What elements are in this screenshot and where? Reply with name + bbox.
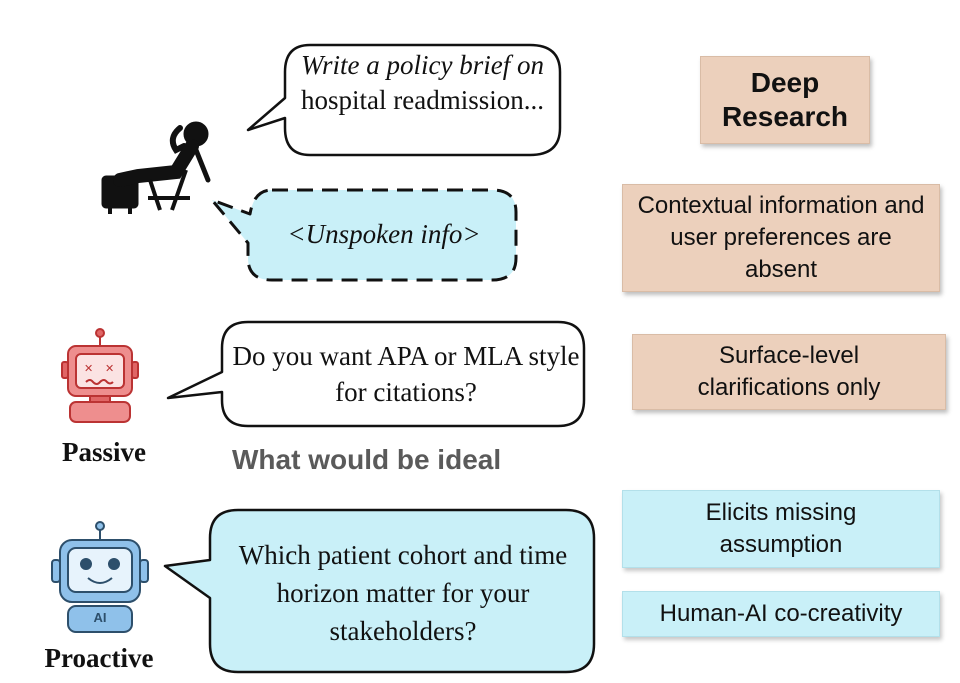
proactive-question-text: Which patient cohort and time horizon ma… [238,540,568,646]
proactive-robot-icon [51,521,149,633]
passive-robot-icon: ✕ ✕ [61,328,139,423]
reclining-person-icon [101,121,211,214]
user-speech-bubble [246,43,562,157]
passive-question-text: Do you want APA or MLA style for citatio… [232,341,580,407]
passive-speech-bubble [166,320,586,428]
proactive-label: Proactive [44,643,154,673]
contextual-info-label: Contextual information and user preferen… [637,192,925,283]
surface-level-label: Surface-level clarifications only [697,342,881,401]
user-prompt-text: Write a policy brief on hospital readmis… [290,48,555,118]
user-prompt-italic: Write a policy brief on [301,50,544,80]
svg-text:✕: ✕ [105,362,114,375]
unspoken-info-text: <Unspoken info> [287,219,481,249]
elicits-assumption-label: Elicits missing assumption [705,499,857,558]
surface-level-box: Surface-level clarifications only [632,334,946,410]
passive-label: Passive [62,437,146,467]
deep-research-box: Deep Research [700,56,870,144]
co-creativity-label: Human-AI co-creativity [659,600,903,627]
unspoken-thought-bubble [210,188,518,282]
ideal-heading: What would be ideal [232,444,502,475]
user-prompt-plain: hospital readmission... [301,85,544,115]
proactive-speech-bubble [163,508,596,674]
deep-research-label: Deep Research [721,67,849,132]
co-creativity-box: Human-AI co-creativity [622,591,940,637]
svg-text:✕: ✕ [84,362,93,375]
robot-ai-badge: AI [93,610,107,625]
elicits-assumption-box: Elicits missing assumption [622,490,940,568]
contextual-info-box: Contextual information and user preferen… [622,184,940,292]
